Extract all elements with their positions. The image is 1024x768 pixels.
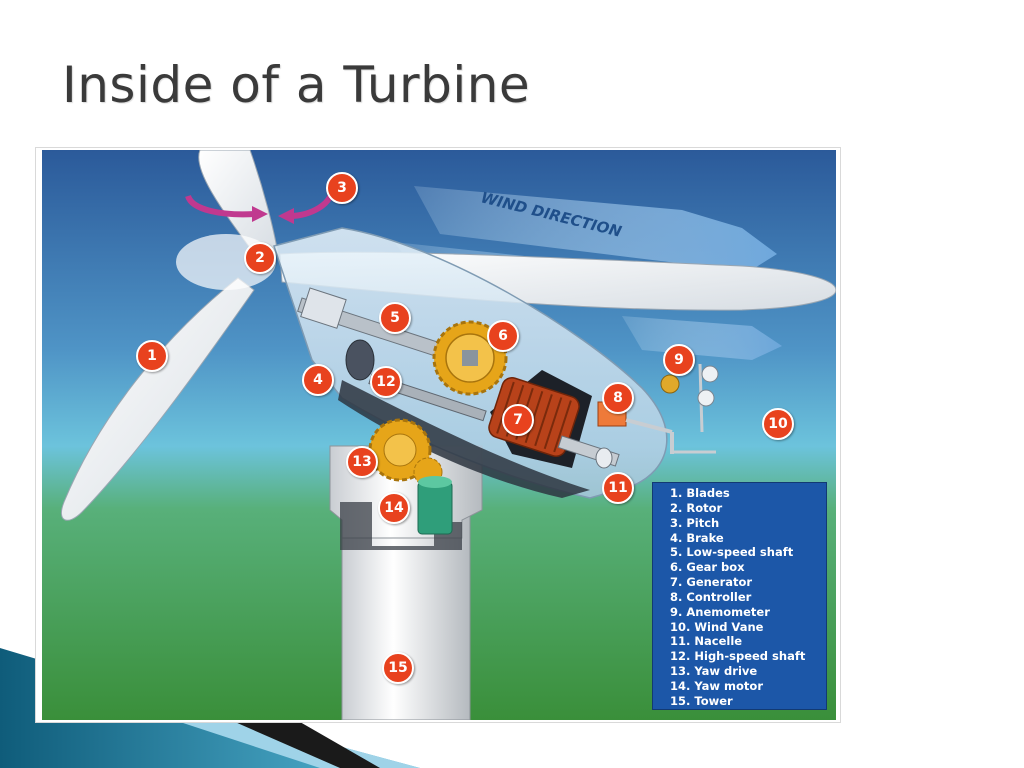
legend-item: 13. Yaw drive xyxy=(670,664,758,679)
anemometer-cup-left xyxy=(660,374,680,394)
wind-direction-arrow xyxy=(414,186,777,276)
callout-11: 11 xyxy=(602,472,634,504)
legend-item: 12. High-speed shaft xyxy=(670,649,806,664)
slide-title: Inside of a Turbine xyxy=(62,56,531,114)
legend-item: 7. Generator xyxy=(670,575,753,590)
callout-15: 15 xyxy=(382,652,414,684)
legend-item: 2. Rotor xyxy=(670,500,723,515)
tower-cutaway xyxy=(340,502,462,550)
yaw-motor xyxy=(417,481,453,535)
legend-item: 9. Anemometer xyxy=(670,604,770,619)
callout-9: 9 xyxy=(663,344,695,376)
legend-item: 8. Controller xyxy=(670,589,752,604)
callout-6: 6 xyxy=(487,320,519,352)
anemometer-cup-bottom xyxy=(697,389,715,407)
legend-item: 3. Pitch xyxy=(670,515,720,530)
callout-2: 2 xyxy=(244,242,276,274)
callout-12: 12 xyxy=(370,366,402,398)
callout-4: 4 xyxy=(302,364,334,396)
legend-item: 6. Gear box xyxy=(670,560,745,575)
pitch-arrow-right-head xyxy=(278,208,294,224)
pitch-arrow-left-head xyxy=(252,206,268,222)
pitch-arrow-left xyxy=(185,194,257,218)
anemometer-cup-right xyxy=(701,365,719,383)
wind-arrow-lower xyxy=(622,316,782,360)
legend-item: 10. Wind Vane xyxy=(670,619,764,634)
legend-item: 11. Nacelle xyxy=(670,634,743,649)
legend-item: 5. Low-speed shaft xyxy=(670,545,794,560)
turbine-illustration: WIND DIRECTION xyxy=(42,150,836,720)
callout-5: 5 xyxy=(379,302,411,334)
callout-13: 13 xyxy=(346,446,378,478)
legend-item: 15. Tower xyxy=(670,693,733,708)
callout-14: 14 xyxy=(378,492,410,524)
callout-7: 7 xyxy=(502,404,534,436)
parts-legend: 1. Blades 2. Rotor 3. Pitch 4. Brake 5. … xyxy=(652,482,827,710)
callout-10: 10 xyxy=(762,408,794,440)
legend-item: 14. Yaw motor xyxy=(670,678,763,693)
legend-item: 4. Brake xyxy=(670,530,724,545)
yaw-drive-gear-inner xyxy=(383,433,417,467)
generator-shaft-end xyxy=(595,447,613,469)
callout-8: 8 xyxy=(602,382,634,414)
brake-disc xyxy=(345,339,375,381)
yaw-motor-top xyxy=(418,476,452,488)
callout-1: 1 xyxy=(136,340,168,372)
callout-3: 3 xyxy=(326,172,358,204)
main-bearing xyxy=(300,287,347,329)
blade-left xyxy=(60,277,255,521)
gearbox-hub xyxy=(462,350,478,366)
sensor-rod xyxy=(625,418,673,434)
legend-item: 1. Blades xyxy=(670,486,730,500)
nacelle-floor xyxy=(338,380,590,498)
